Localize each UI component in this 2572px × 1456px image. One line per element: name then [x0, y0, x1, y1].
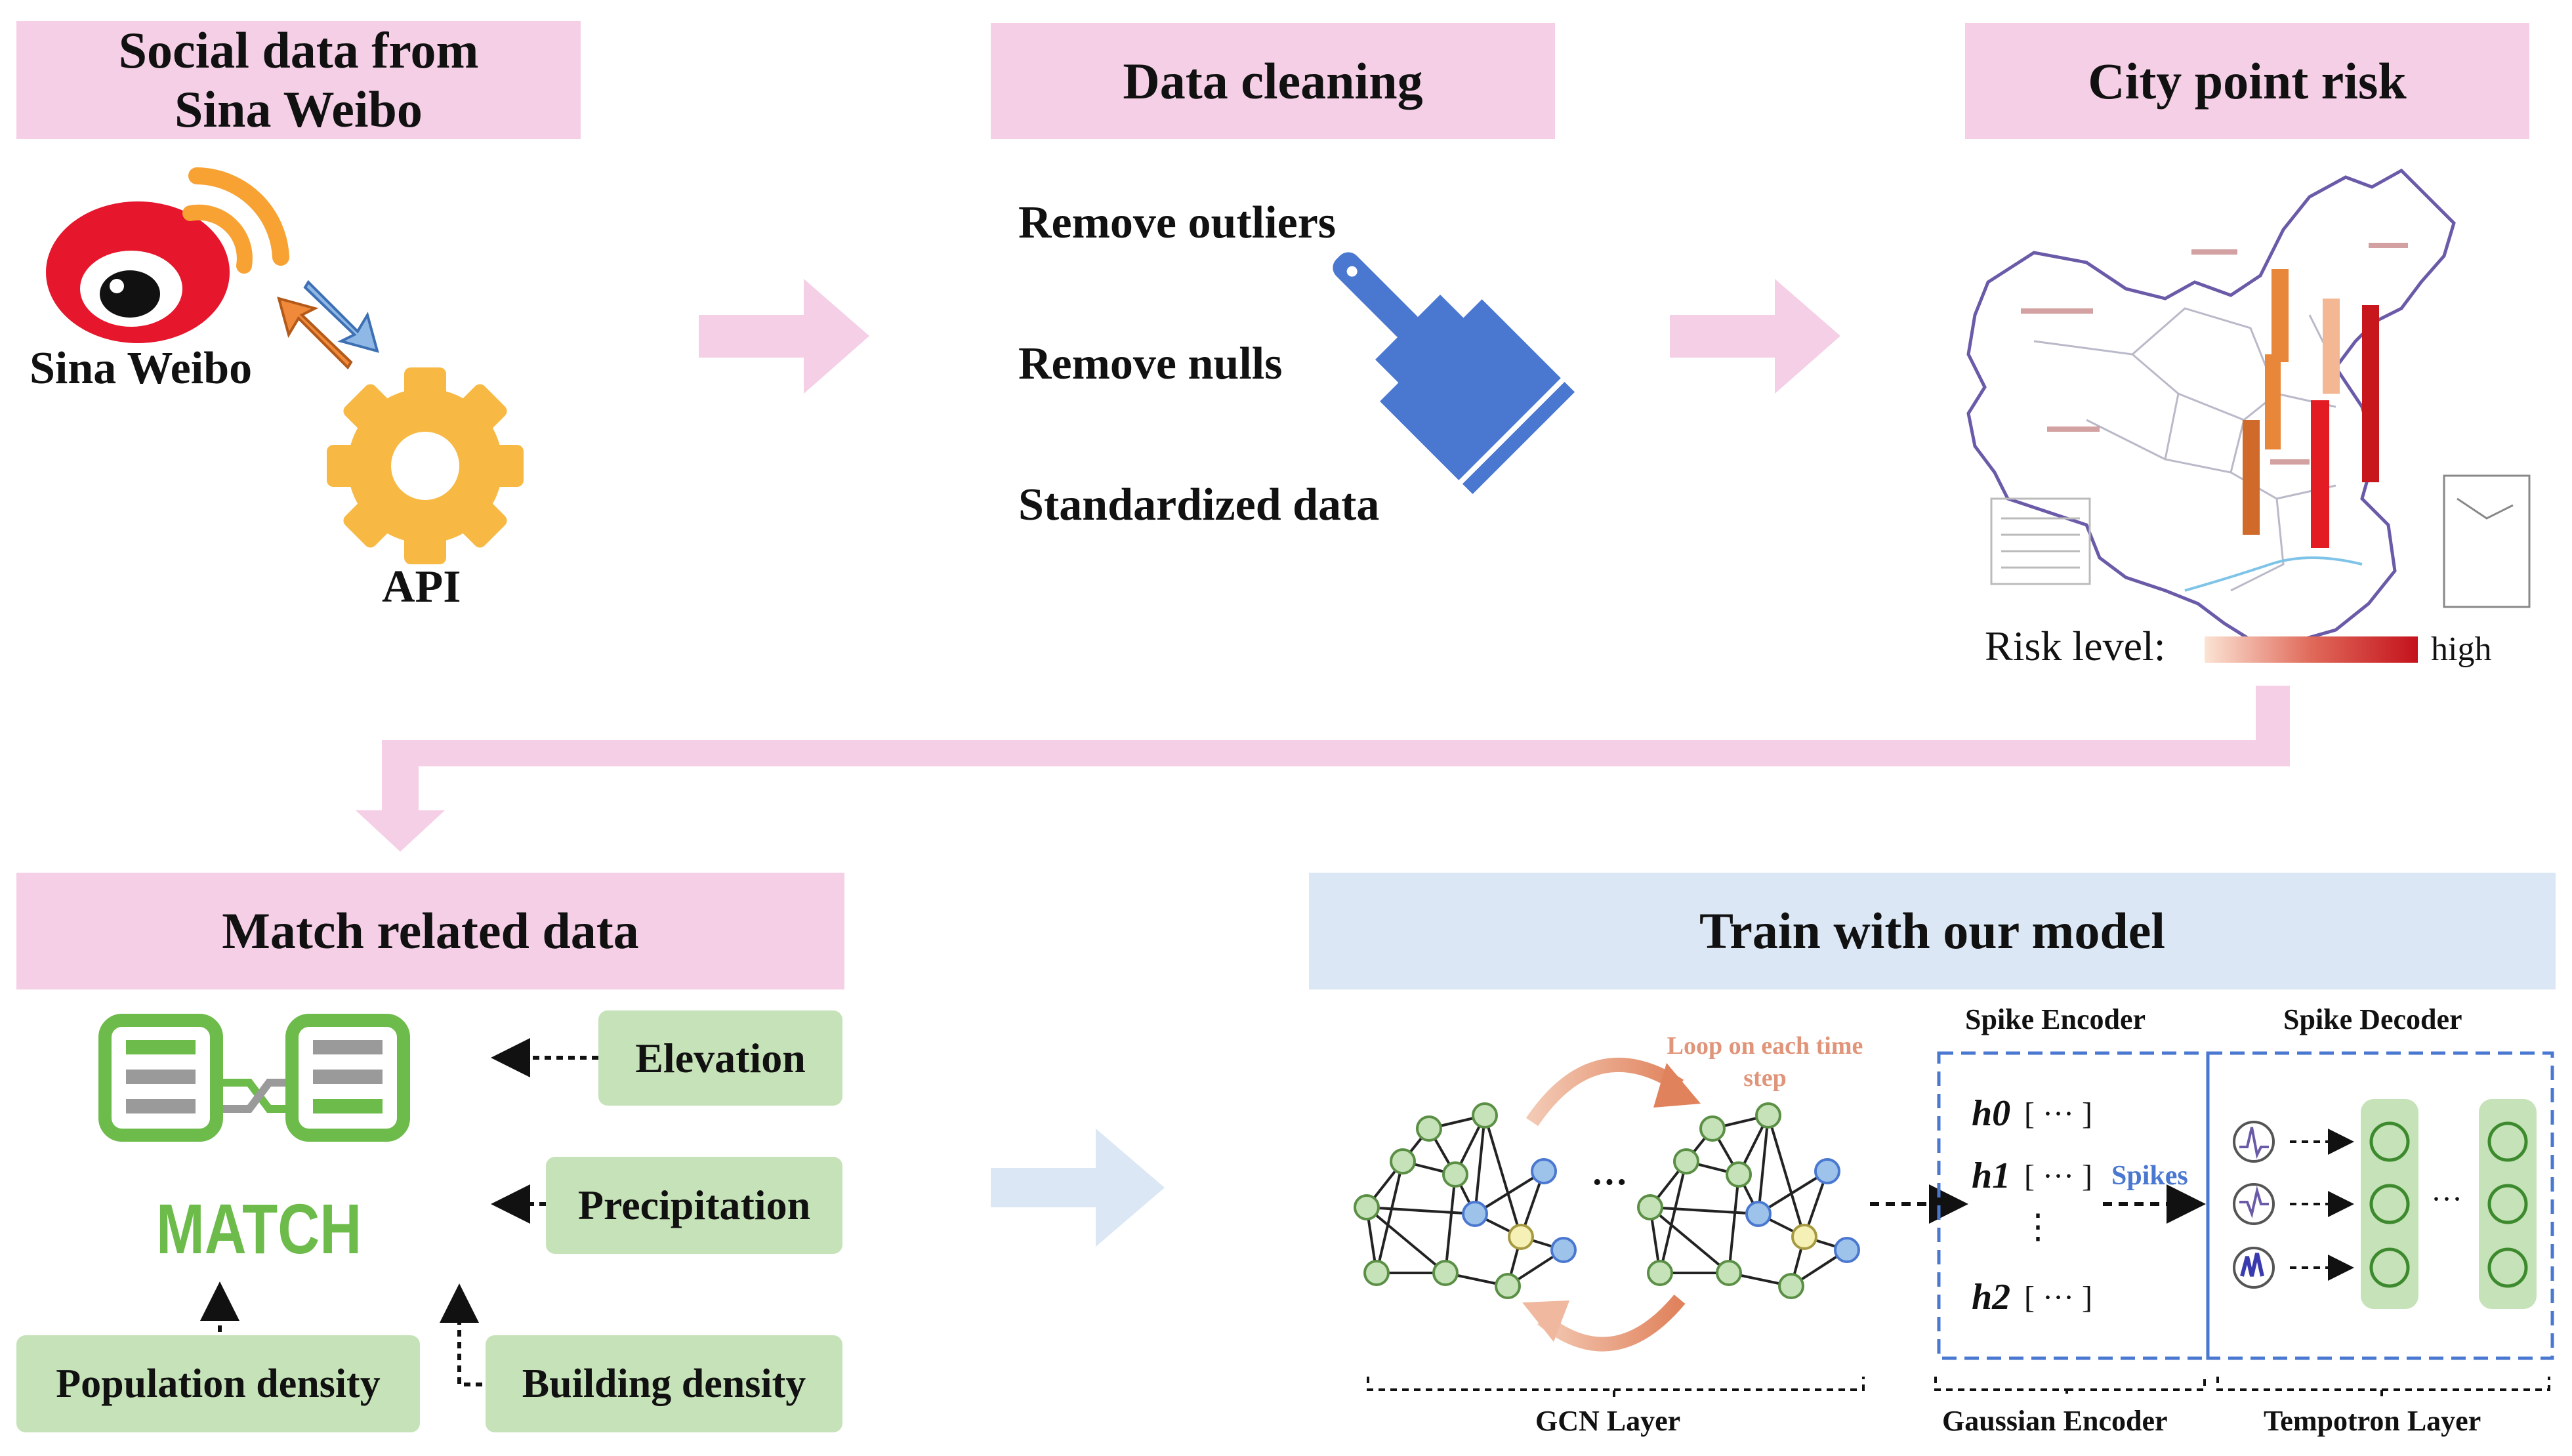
graph-edge [1375, 1161, 1404, 1274]
flow-arrow-1 [699, 279, 869, 394]
graph-node [1472, 1102, 1498, 1129]
graph-node [1745, 1201, 1772, 1227]
match-icon [98, 1014, 410, 1142]
graph-edge [1649, 1206, 1730, 1274]
graph-node [1791, 1224, 1817, 1250]
graph-node [1814, 1158, 1840, 1184]
graph-edge [1444, 1174, 1457, 1274]
tempotron-neurons [2361, 1099, 2537, 1309]
flow-arrow-3 [991, 1129, 1165, 1247]
weibo-logo-icon [46, 167, 289, 343]
graph-node [1673, 1148, 1699, 1175]
match-word: MATCH [156, 1189, 362, 1268]
factor-building-density: Building density [486, 1335, 842, 1432]
graph-node [1531, 1158, 1557, 1184]
graph-node [1778, 1273, 1804, 1299]
graph-edge [1649, 1206, 1759, 1215]
neuron-ellipsis: ··· [2431, 1182, 2462, 1217]
gear-icon [327, 367, 524, 564]
graph-node [1363, 1260, 1390, 1286]
loop-arrows [1522, 1057, 1701, 1352]
h1-vector: [ ··· ] [2024, 1159, 2092, 1194]
factor-elevation: Elevation [598, 1010, 842, 1106]
clean-item-standardized: Standardized data [1018, 480, 1380, 530]
tempotron-layer-label: Tempotron Layer [2264, 1405, 2481, 1437]
graph-edge [1757, 1170, 1829, 1215]
h2-vector: [ ··· ] [2024, 1280, 2092, 1315]
api-label: API [382, 562, 461, 612]
graph-edge [1365, 1206, 1447, 1274]
flow-arrow-2 [1670, 279, 1840, 394]
header-social-data: Social data from Sina Weibo [16, 21, 581, 139]
graph-node [1432, 1260, 1459, 1286]
h0-label: h0 [1972, 1093, 2011, 1134]
brush-icon [1333, 252, 1575, 495]
risk-high-label: high [2431, 631, 2492, 668]
graph-node [1550, 1237, 1577, 1263]
graph-edge [1483, 1115, 1522, 1238]
graph-node [1637, 1194, 1663, 1220]
weibo-label: Sina Weibo [30, 343, 253, 394]
spike-signal-icons [2233, 1121, 2275, 1289]
graph-edge [1767, 1115, 1806, 1238]
graph-edge [1366, 1206, 1476, 1215]
graph-node [1755, 1102, 1781, 1129]
gcn-graph-2 [1637, 1102, 1860, 1299]
h0-vector: [ ··· ] [2024, 1096, 2092, 1131]
risk-level-label: Risk level: [1985, 623, 2166, 669]
gcn-graphs [1354, 1102, 1860, 1299]
gcn-graph-1 [1354, 1102, 1577, 1299]
encoder-decoder-frames [1937, 1051, 2554, 1360]
header-data-cleaning: Data cleaning [991, 23, 1555, 139]
graph-edge [1474, 1115, 1486, 1215]
graph-node [1716, 1260, 1742, 1286]
graph-node [1390, 1148, 1416, 1175]
graph-node [1647, 1260, 1673, 1286]
gcn-layer-label: GCN Layer [1535, 1405, 1681, 1437]
connector-arrow [356, 686, 2290, 852]
gaussian-encoder-label: Gaussian Encoder [1942, 1405, 2168, 1437]
header-social-text: Social data from Sina Weibo [118, 22, 479, 138]
exchange-arrows-icon [277, 280, 379, 370]
spikes-label: Spikes [2111, 1161, 2188, 1191]
graph-node [1354, 1194, 1380, 1220]
spike-encoder-label: Spike Encoder [1965, 1003, 2146, 1035]
factor-population-density: Population density [16, 1335, 420, 1432]
loop-label: Loop on each time step [1667, 1032, 1863, 1092]
layer-braces [1367, 1377, 2550, 1399]
h-vdots: ⋮ [2021, 1209, 2055, 1246]
header-city-point-risk: City point risk [1965, 23, 2529, 139]
decoder-dotted-arrows [2290, 1129, 2354, 1281]
graph-node [1462, 1201, 1488, 1227]
graph-edge [1659, 1161, 1688, 1274]
graph-node [1834, 1237, 1860, 1263]
graph-node [1726, 1161, 1752, 1188]
graph-node [1508, 1224, 1534, 1250]
graph-node [1416, 1115, 1442, 1142]
graph-ellipsis: ··· [1591, 1162, 1628, 1203]
risk-gradient-bar [2205, 636, 2418, 663]
clean-item-nulls: Remove nulls [1018, 339, 1283, 389]
graph-node [1699, 1115, 1726, 1142]
header-train-model: Train with our model [1309, 873, 2556, 989]
graph-node [1442, 1161, 1468, 1188]
graph-edge [1757, 1115, 1770, 1215]
china-risk-map [1966, 168, 2531, 645]
spike-decoder-label: Spike Decoder [2283, 1003, 2462, 1035]
h1-label: h1 [1972, 1155, 2011, 1196]
clean-item-outliers: Remove outliers [1018, 198, 1337, 248]
factor-precipitation: Precipitation [546, 1157, 842, 1254]
match-dotted-arrows [200, 1038, 598, 1386]
graph-node [1495, 1273, 1521, 1299]
h2-label: h2 [1972, 1277, 2011, 1318]
graph-edge [1474, 1170, 1545, 1215]
header-match-data: Match related data [16, 873, 844, 989]
graph-edge [1728, 1174, 1740, 1274]
